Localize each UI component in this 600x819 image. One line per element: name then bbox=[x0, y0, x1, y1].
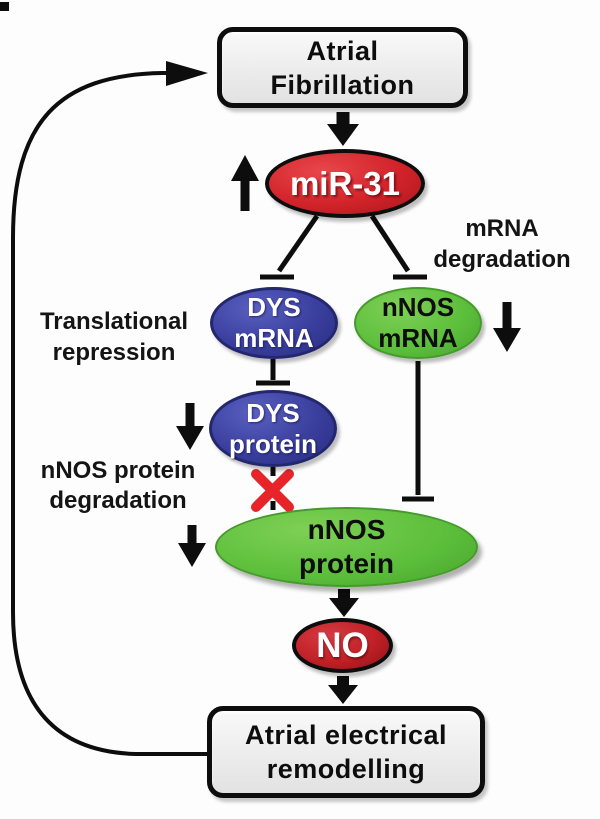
node-label: miR-31 bbox=[289, 164, 401, 202]
inhibition-dys-mrna-to-protein bbox=[256, 359, 290, 386]
node-atrial-electrical-remodelling: Atrial electrical remodelling bbox=[207, 706, 485, 798]
node-dys-protein: DYS protein bbox=[209, 390, 337, 467]
arrow-no-to-remodelling-icon bbox=[328, 676, 358, 704]
arrow-af-to-mir31-icon bbox=[327, 112, 359, 146]
node-nnos-protein: nNOS protein bbox=[215, 507, 478, 587]
inhibition-nnos-mrna-to-protein bbox=[402, 361, 434, 502]
label-mrna-degradation: mRNA degradation bbox=[433, 215, 571, 273]
arrow-down-nnos-degradation-icon bbox=[178, 525, 206, 567]
arrow-up-mir31-icon bbox=[231, 155, 259, 211]
feedback-loop-arrow bbox=[11, 61, 211, 756]
node-label: NO bbox=[316, 625, 369, 665]
arrow-down-mrna-degradation-icon bbox=[493, 302, 521, 352]
inhibition-mir31-to-dys-mrna bbox=[260, 214, 320, 280]
node-label: protein bbox=[299, 548, 394, 579]
node-label: remodelling bbox=[266, 754, 426, 784]
corner-crop-mark bbox=[0, 2, 9, 11]
node-label: nNOS bbox=[381, 292, 455, 322]
node-label: mRNA bbox=[234, 323, 314, 353]
node-atrial-fibrillation: Atrial Fibrillation bbox=[217, 27, 468, 108]
node-nnos-mrna: nNOS mRNA bbox=[354, 287, 482, 359]
node-label: DYS bbox=[246, 397, 300, 428]
arrow-nnos-to-no-icon bbox=[329, 589, 359, 617]
node-label: protein bbox=[228, 428, 318, 459]
node-label: nNOS bbox=[307, 514, 386, 545]
node-dys-mrna: DYS mRNA bbox=[210, 287, 338, 359]
node-label: DYS bbox=[247, 292, 301, 322]
node-label: Atrial bbox=[306, 35, 379, 66]
label-translational-repression: Translational repression bbox=[39, 308, 189, 366]
node-mir31: miR-31 bbox=[265, 149, 425, 218]
node-label: mRNA bbox=[378, 323, 458, 353]
node-label: Atrial electrical bbox=[244, 720, 448, 750]
label-nnos-protein-degradation: nNOS protein degradation bbox=[40, 457, 196, 514]
inhibition-mir31-to-nnos-mrna bbox=[369, 214, 427, 280]
node-no: NO bbox=[292, 618, 393, 673]
node-label: Fibrillation bbox=[270, 69, 415, 100]
red-x-icon bbox=[251, 469, 294, 512]
arrow-down-translation-icon bbox=[176, 403, 204, 450]
